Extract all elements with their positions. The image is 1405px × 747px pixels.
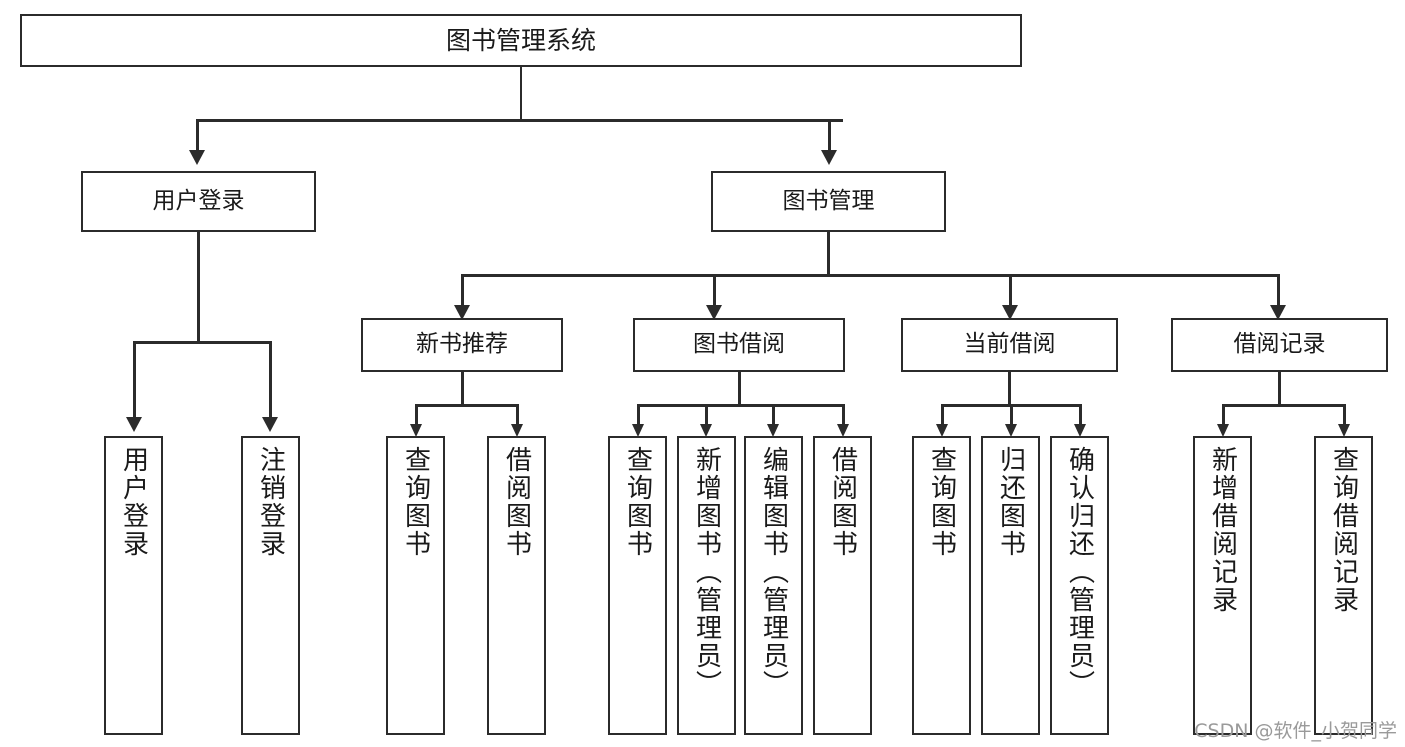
- node-label: 查询图书: [622, 446, 653, 558]
- leaf-borrow-borrow-book[interactable]: 借阅图书: [813, 436, 872, 735]
- node-user-login[interactable]: 用户登录: [81, 171, 316, 232]
- arrowhead-user-login-leaf-2: [262, 417, 278, 432]
- arrowhead-user-login-leaf-1: [126, 417, 142, 432]
- node-label: 查询借阅记录: [1328, 446, 1359, 614]
- connector-user-login-stem: [197, 232, 200, 343]
- arrowhead-new-book-leaf-2: [511, 424, 523, 437]
- node-label: 查询图书: [400, 446, 431, 558]
- node-label: 借阅图书: [501, 446, 532, 558]
- connector-book-mgmt-to-current: [1009, 274, 1012, 307]
- node-borrow-record[interactable]: 借阅记录: [1171, 318, 1388, 372]
- connector-new-book-to-leaf-1: [415, 404, 418, 426]
- node-label: 新书推荐: [416, 331, 508, 358]
- arrowhead-current: [1002, 305, 1018, 320]
- node-label: 图书管理: [782, 187, 875, 214]
- node-label: 用户登录: [152, 187, 245, 214]
- connector-borrow-to-leaf-3: [772, 404, 775, 426]
- node-label: 用户登录: [118, 446, 149, 558]
- node-label: 新增借阅记录: [1207, 446, 1238, 614]
- connector-book-mgmt-to-record: [1277, 274, 1280, 307]
- arrowhead-record-leaf-1: [1217, 424, 1229, 437]
- connector-user-login-to-leaf-2: [269, 341, 272, 419]
- leaf-record-add[interactable]: 新增借阅记录: [1193, 436, 1252, 735]
- connector-current-to-leaf-1: [941, 404, 944, 426]
- connector-root-to-user-login: [196, 119, 199, 152]
- arrowhead-borrow-leaf-2: [700, 424, 712, 437]
- leaf-new-book-query[interactable]: 查询图书: [386, 436, 445, 735]
- connector-book-mgmt-to-borrow: [713, 274, 716, 307]
- node-current-borrow[interactable]: 当前借阅: [901, 318, 1118, 372]
- leaf-logout[interactable]: 注销登录: [241, 436, 300, 735]
- connector-record-to-leaf-2: [1343, 404, 1346, 426]
- connector-borrow-bus: [637, 404, 844, 407]
- node-label: 当前借阅: [963, 331, 1056, 358]
- connector-new-book-bus: [415, 404, 517, 407]
- arrowhead-current-leaf-1: [936, 424, 948, 437]
- connector-record-stem: [1278, 372, 1281, 406]
- connector-record-bus: [1222, 404, 1345, 407]
- arrowhead-borrow-leaf-1: [632, 424, 644, 437]
- connector-borrow-to-leaf-1: [637, 404, 640, 426]
- node-label: 归还图书: [995, 446, 1026, 558]
- leaf-current-confirm-return[interactable]: 确认归还（管理员）: [1050, 436, 1109, 735]
- connector-new-book-to-leaf-2: [516, 404, 519, 426]
- connector-new-book-stem: [461, 372, 464, 406]
- leaf-user-login[interactable]: 用户登录: [104, 436, 163, 735]
- node-label: 借阅记录: [1233, 331, 1326, 358]
- node-new-book-recommend[interactable]: 新书推荐: [361, 318, 563, 372]
- arrowhead-borrow-leaf-3: [767, 424, 779, 437]
- connector-borrow-to-leaf-2: [705, 404, 708, 426]
- connector-user-login-bus: [133, 341, 271, 344]
- connector-user-login-to-leaf-1: [133, 341, 136, 419]
- connector-book-mgmt-bus: [461, 274, 1279, 277]
- arrowhead-record: [1270, 305, 1286, 320]
- node-label: 新增图书（管理员）: [691, 446, 722, 698]
- connector-record-to-leaf-1: [1222, 404, 1225, 426]
- arrowhead-record-leaf-2: [1338, 424, 1350, 437]
- connector-borrow-stem: [738, 372, 741, 406]
- node-book-borrow[interactable]: 图书借阅: [633, 318, 845, 372]
- connector-current-stem: [1008, 372, 1011, 406]
- connector-root-to-book-mgmt: [828, 119, 831, 152]
- arrowhead-root-to-book-mgmt: [821, 150, 837, 165]
- leaf-record-query[interactable]: 查询借阅记录: [1314, 436, 1373, 735]
- leaf-borrow-query[interactable]: 查询图书: [608, 436, 667, 735]
- leaf-current-return[interactable]: 归还图书: [981, 436, 1040, 735]
- connector-book-mgmt-stem: [827, 232, 830, 276]
- connector-root-stem: [519, 67, 522, 120]
- node-label: 图书管理系统: [445, 25, 596, 55]
- arrowhead-current-leaf-3: [1074, 424, 1086, 437]
- leaf-current-query[interactable]: 查询图书: [912, 436, 971, 735]
- node-label: 图书借阅: [693, 331, 785, 358]
- node-label: 编辑图书（管理员）: [758, 446, 789, 698]
- arrowhead-borrow-leaf-4: [837, 424, 849, 437]
- arrowhead-new-book-leaf-1: [410, 424, 422, 437]
- arrowhead-current-leaf-2: [1005, 424, 1017, 437]
- node-label: 查询图书: [926, 446, 957, 558]
- arrowhead-borrow: [706, 305, 722, 320]
- node-label: 确认归还（管理员）: [1064, 446, 1095, 698]
- connector-borrow-to-leaf-4: [842, 404, 845, 426]
- connector-root-bus: [196, 119, 843, 122]
- leaf-borrow-add-book[interactable]: 新增图书（管理员）: [677, 436, 736, 735]
- arrowhead-root-to-user-login: [189, 150, 205, 165]
- watermark-text: CSDN @软件_小贺同学: [1194, 720, 1397, 742]
- leaf-borrow-edit-book[interactable]: 编辑图书（管理员）: [744, 436, 803, 735]
- leaf-new-book-borrow[interactable]: 借阅图书: [487, 436, 546, 735]
- node-book-management[interactable]: 图书管理: [711, 171, 946, 232]
- connector-current-to-leaf-2: [1010, 404, 1013, 426]
- node-label: 借阅图书: [827, 446, 858, 558]
- connector-current-to-leaf-3: [1079, 404, 1082, 426]
- arrowhead-new-book: [454, 305, 470, 320]
- node-root-system[interactable]: 图书管理系统: [20, 14, 1022, 67]
- connector-book-mgmt-to-new-book: [461, 274, 464, 307]
- node-label: 注销登录: [255, 446, 286, 558]
